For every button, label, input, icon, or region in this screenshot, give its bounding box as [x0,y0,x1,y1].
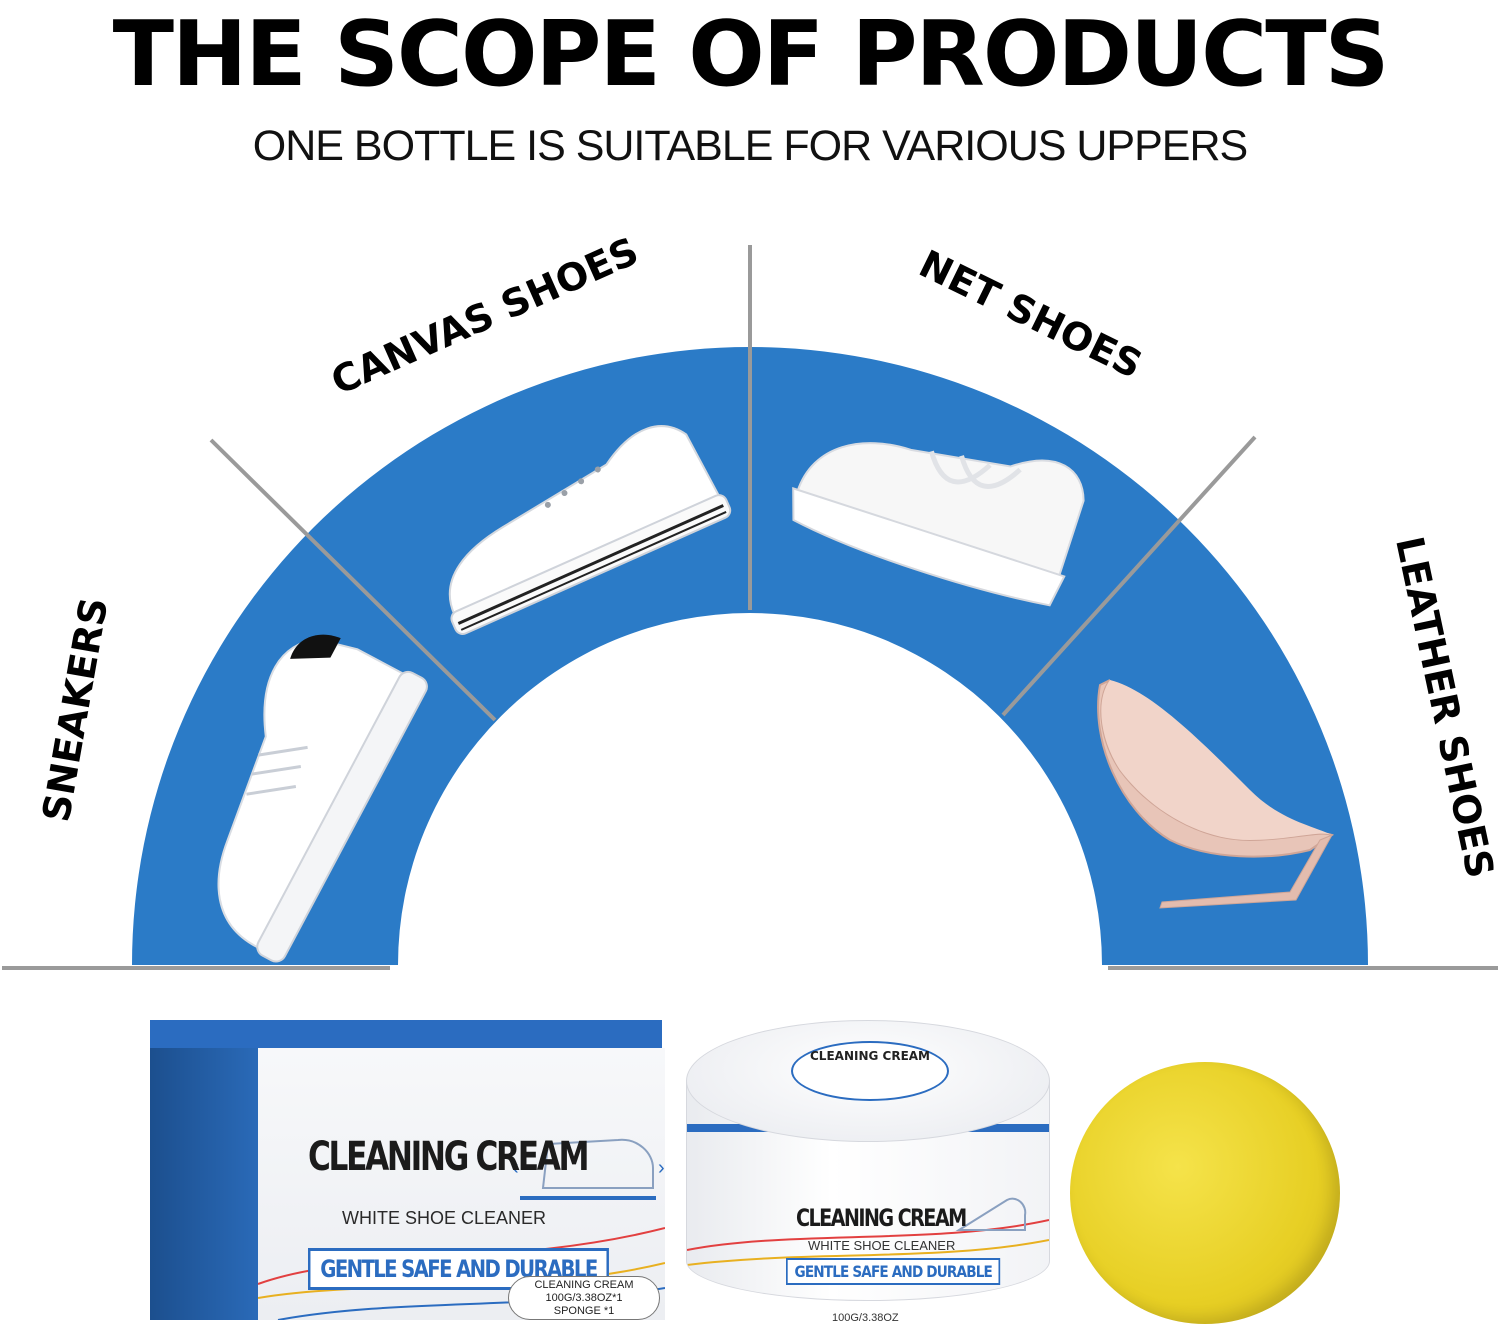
box-contents-line2: 100G/3.38OZ*1 [545,1292,623,1304]
high-heel-icon [1097,679,1335,909]
box-contents: CLEANING CREAM 100G/3.38OZ*1 SPONGE *1 [508,1276,660,1320]
jar-badge: GENTLE SAFE AND DURABLE [786,1258,1001,1285]
jar-product-name: CLEANING CREAM [796,1204,967,1232]
jar-weight: 100G/3.38OZ [832,1312,899,1324]
label-sneakers: SNEAKERS [34,594,117,825]
mesh-shoe-icon [792,442,1085,607]
page-title: THE SCOPE OF PRODUCTS [112,2,1390,107]
cream-jar: CLEANING CREAM CLEANING CREAM WHITE SHOE… [686,1020,1050,1324]
box-side-panel [150,1020,258,1320]
svg-text:‹: ‹ [512,1157,519,1179]
svg-text:›: › [658,1157,665,1179]
arch-dividers [2,245,1498,970]
page-subtitle: ONE BOTTLE IS SUITABLE FOR VARIOUS UPPER… [252,122,1248,170]
white-sneaker-icon [217,634,428,963]
box-product-subtitle: WHITE SHOE CLEANER [342,1208,547,1228]
box-top-panel [150,1020,662,1048]
yellow-sponge [1070,1062,1340,1324]
label-leather-shoes: LEATHER SHOES [1387,533,1500,882]
shoe-type-arch: SNEAKERS CANVAS SHOES NET SHOES LEATHER … [2,229,1500,970]
product-box: ‹ › CLEANING CREAM WHITE SHOE CLEANER GE… [150,1020,665,1320]
box-contents-line1: CLEANING CREAM [534,1279,634,1291]
box-product-name: CLEANING CREAM [308,1134,590,1180]
jar-lid-label: CLEANING CREAM [791,1041,949,1101]
jar-lid: CLEANING CREAM [686,1020,1050,1142]
label-net-shoes: NET SHOES [912,242,1149,388]
box-contents-line3: SPONGE *1 [553,1305,615,1317]
canvas-shoe-icon [448,425,732,635]
jar-lid-name: CLEANING CREAM [810,1049,930,1063]
jar-product-subtitle: WHITE SHOE CLEANER [808,1238,956,1253]
jar-decoration [687,1197,1049,1266]
box-front-panel: ‹ › CLEANING CREAM WHITE SHOE CLEANER GE… [258,1048,665,1320]
